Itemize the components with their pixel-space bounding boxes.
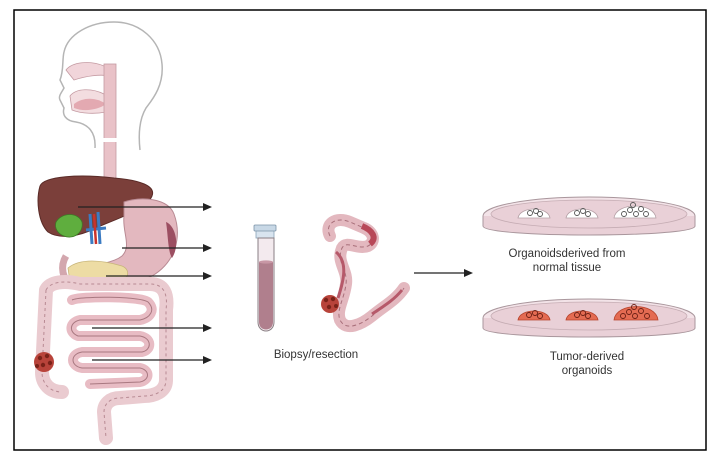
small-intestine [71, 297, 151, 384]
tumor-organoid-label-line2: organoids [562, 365, 613, 377]
normal-organoid-label-line1: Organoidsderived from [509, 248, 626, 260]
tumor-organoid-label-line1: Tumor-derived [550, 351, 624, 363]
specimen-tumor [321, 295, 339, 313]
arrow-stomach-head [203, 244, 212, 252]
biopsy-label: Biopsy/resection [274, 349, 358, 361]
esophagus [104, 64, 116, 196]
normal-organoid-label-line2: normal tissue [533, 262, 601, 274]
colon-specimen-icon [321, 220, 404, 326]
arrow-pancreas-head [203, 272, 212, 280]
arrow-liver-head [203, 203, 212, 211]
colon-tumor [34, 352, 54, 372]
gallbladder [55, 215, 82, 238]
arrow-colon-head [203, 356, 212, 364]
nasal-cavity [66, 63, 110, 80]
main-arrow-head [464, 269, 473, 277]
normal-organoid-dish [483, 197, 695, 235]
digestive-system-illustration [34, 22, 177, 438]
arrow-small-intestine-head [203, 324, 212, 332]
test-tube-icon [254, 225, 276, 331]
esophagus-gap [103, 138, 117, 142]
tumor-organoid-dish [483, 299, 695, 337]
